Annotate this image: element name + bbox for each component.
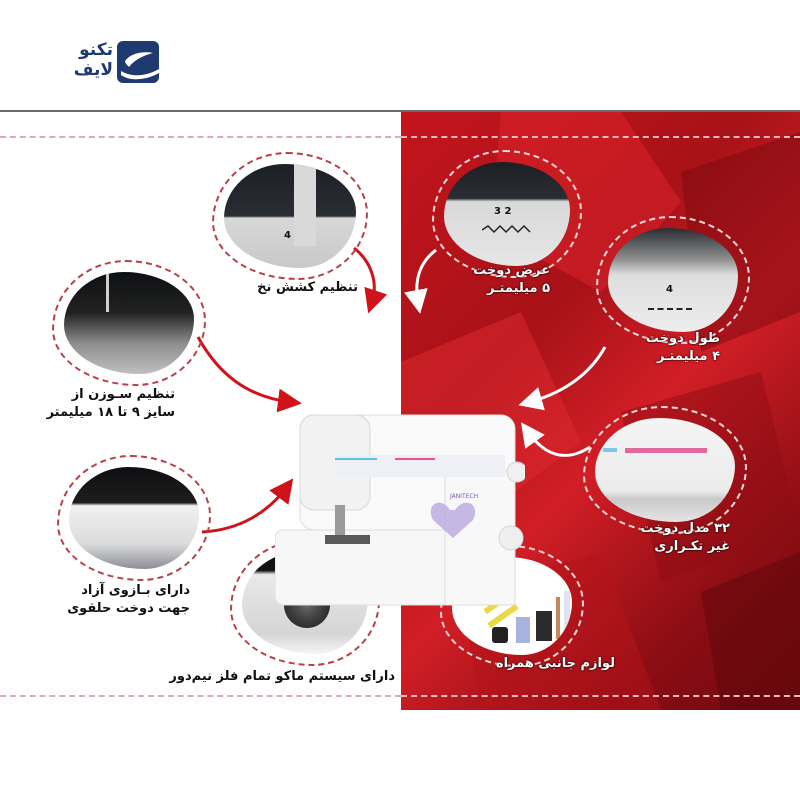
stitch-line-bottom-right (401, 695, 800, 697)
logo-line-1: تکنو (79, 40, 113, 60)
stitch-width-photo: 3 2 (444, 162, 570, 266)
caption-line: تنظیم سـوزن از (71, 387, 175, 402)
caption-thread-tension: تنظیم کشش نخ (228, 279, 358, 297)
width-dial-label: 3 2 (494, 206, 512, 217)
free-arm-photo (69, 467, 199, 569)
caption-line: تنظیم کشش نخ (257, 280, 358, 295)
caption-line: لوازم جانبی همراه (495, 656, 615, 671)
feature-arrows (196, 246, 607, 553)
thread-tension-bubble: 4 (212, 152, 368, 280)
needle-size-bubble (52, 260, 206, 386)
caption-line: دارای سیستم ماکو تمام فلز نیم‌دور (169, 669, 395, 684)
thread-tension-photo: 4 (224, 164, 356, 268)
length-dial-label: 4 (666, 284, 673, 295)
caption-line: ۵ میلیمتـر (487, 281, 550, 296)
machine-brand-label: JANITECH (449, 493, 478, 500)
caption-needle-size: تنظیم سـوزن از سایز ۹ تا ۱۸ میلیمتر (40, 386, 175, 422)
caption-line: غیر تکـراری (654, 539, 730, 554)
caption-accessories: لوازم جانبی همراه (495, 655, 615, 673)
caption-line: طول دوخت (645, 331, 720, 346)
caption-free-arm: دارای بـازوی آزاد جهت دوخت حلقوی (67, 582, 190, 618)
logo-wordmark: تکنو لایف (38, 40, 113, 80)
caption-stitch-patterns: ۳۲ مدل دوخت غیر تکـراری (640, 520, 730, 556)
caption-line: جهت دوخت حلقوی (67, 601, 190, 616)
caption-hook-system: دارای سیستم ماکو تمام فلز نیم‌دور (169, 668, 395, 686)
stitch-width-bubble: 3 2 (432, 150, 582, 278)
caption-stitch-width: عرض دوخت ۵ میلیمتـر (470, 262, 550, 298)
caption-line: ۳۲ مدل دوخت (640, 521, 730, 536)
caption-line: عرض دوخت (473, 263, 550, 278)
caption-line: سایز ۹ تا ۱۸ میلیمتر (46, 405, 175, 420)
stitch-line-bottom-left (0, 695, 401, 697)
product-infographic: 4 تنظیم کشش نخ تنظیم سـوزن از سایز ۹ تا … (0, 112, 800, 710)
tension-dial-label: 4 (284, 230, 291, 241)
stitch-length-bubble: 4 (596, 216, 750, 344)
caption-line: دارای بـازوی آزاد (81, 583, 190, 598)
stitch-line-top-left (0, 136, 401, 138)
caption-stitch-length: طول دوخت ۴ میلیمتـر (640, 330, 720, 366)
logo-line-2: لایف (73, 60, 113, 80)
stitch-patterns-bubble (583, 406, 747, 534)
stitch-patterns-photo (595, 418, 735, 522)
free-arm-bubble (57, 455, 211, 581)
caption-line: ۴ میلیمتـر (657, 349, 720, 364)
sewing-machine-image: JANITECH (275, 410, 525, 610)
logo-mark-icon (117, 41, 159, 83)
stitch-length-photo: 4 (608, 228, 738, 332)
header-divider (0, 110, 800, 112)
stitch-line-top-right (401, 136, 800, 138)
needle-size-photo (64, 272, 194, 374)
